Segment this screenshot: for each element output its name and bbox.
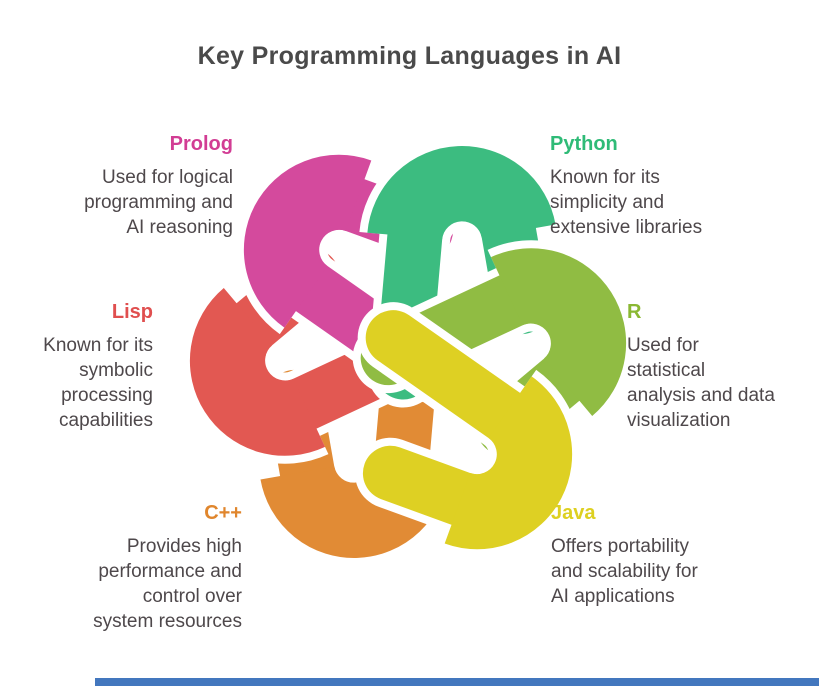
lang-block-lisp: Lisp Known for its symbolic processing c… — [43, 301, 153, 433]
language-description-r: Used for statistical analysis and data v… — [627, 335, 775, 431]
ribbon-path — [367, 146, 556, 242]
lang-block-java: Java Offers portability and scalability … — [551, 502, 698, 609]
footer-bar — [95, 678, 819, 686]
lang-block-cpp: C++ Provides high performance and contro… — [93, 502, 242, 634]
ribbon-path — [444, 376, 573, 550]
ribbon-path — [189, 288, 325, 456]
ribbon-path — [491, 248, 627, 416]
language-description-prolog: Used for logical programming and AI reas… — [84, 167, 233, 238]
petal-r — [352, 240, 635, 464]
lang-block-prolog: Prolog Used for logical programming and … — [84, 133, 233, 240]
language-label-cpp: C++ — [204, 502, 242, 524]
language-label-prolog: Prolog — [169, 133, 233, 155]
language-label-python: Python — [550, 133, 618, 155]
ribbon-path — [243, 154, 372, 328]
language-description-cpp: Provides high performance and control ov… — [93, 536, 242, 632]
language-label-lisp: Lisp — [111, 301, 153, 323]
language-description-python: Known for its simplicity and extensive l… — [550, 167, 703, 238]
language-label-java: Java — [551, 502, 596, 524]
lang-block-python: Python Known for its simplicity and exte… — [550, 133, 702, 240]
lang-block-r: R Used for statistical analysis and data… — [627, 301, 775, 433]
petal-java — [354, 302, 581, 558]
language-description-java: Offers portability and scalability for A… — [551, 536, 698, 607]
language-label-r: R — [627, 301, 642, 323]
page-title: Key Programming Languages in AI — [197, 42, 622, 70]
language-description-lisp: Known for its symbolic processing capabi… — [43, 335, 153, 431]
petal-python — [359, 138, 564, 408]
petal-lisp — [181, 240, 464, 464]
petal-prolog — [235, 146, 462, 402]
